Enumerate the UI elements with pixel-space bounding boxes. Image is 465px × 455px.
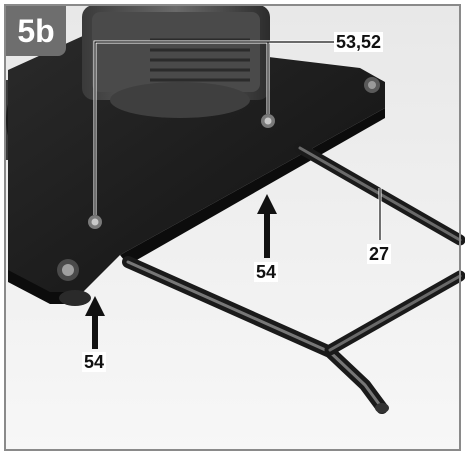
leader-lines <box>94 41 381 240</box>
figure-number-badge: 5b <box>6 6 66 56</box>
callout-54-left: 54 <box>82 352 107 372</box>
lift-arrow-left <box>85 296 105 349</box>
figure-border <box>4 4 461 451</box>
mounting-screw-left <box>88 215 102 229</box>
callout-53-52: 53,52 <box>334 32 384 52</box>
base-plate <box>8 35 385 306</box>
callout-27: 27 <box>367 244 392 264</box>
callout-54-right: 54 <box>254 262 279 282</box>
lift-arrow-right <box>257 194 277 258</box>
motor-housing <box>82 5 270 118</box>
mounting-screw-right <box>261 114 275 128</box>
